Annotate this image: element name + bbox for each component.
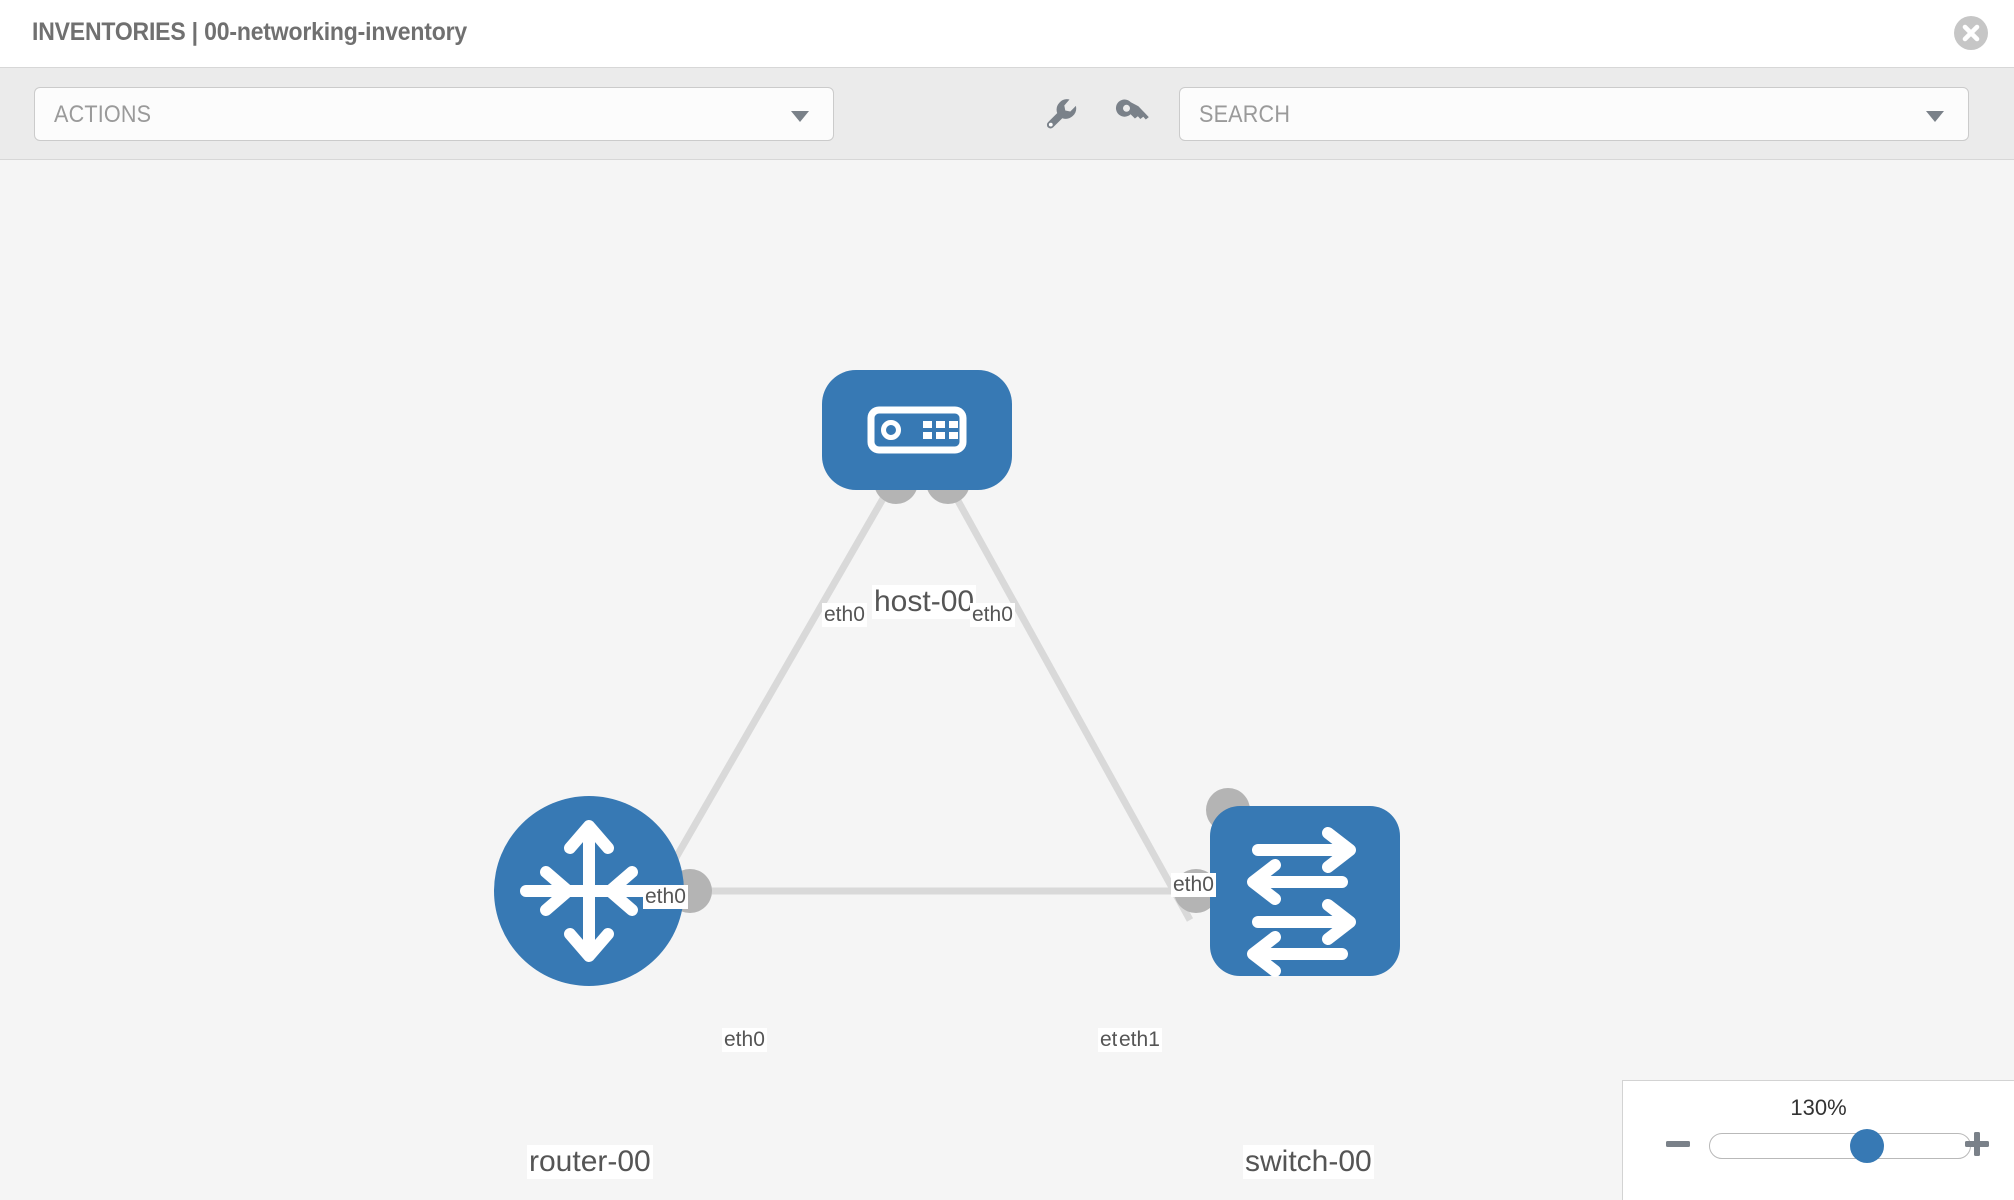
chevron-down-icon <box>1926 111 1944 122</box>
topology-graph <box>494 370 1400 986</box>
zoom-slider-thumb[interactable] <box>1850 1129 1885 1163</box>
wrench-icon[interactable] <box>1038 90 1084 136</box>
actions-dropdown-label: ACTIONS <box>54 101 152 128</box>
node-router-00[interactable] <box>494 796 684 986</box>
chevron-down-icon <box>791 111 809 122</box>
zoom-in-button[interactable] <box>1960 1127 1994 1161</box>
page-title: INVENTORIES | 00-networking-inventory <box>32 18 468 46</box>
toolbar: ACTIONS SEARCH <box>0 68 2014 160</box>
wrench-icon-glyph <box>1046 99 1077 129</box>
router-arrows-icon <box>520 820 658 962</box>
node-switch-00[interactable] <box>1210 806 1400 977</box>
node-label-host-00: host-00 <box>872 585 977 619</box>
iface-label: eth0 <box>643 885 688 910</box>
iface-label: eth0 <box>1171 873 1216 898</box>
iface-label: eth0 <box>970 603 1015 628</box>
server-icon <box>867 406 967 454</box>
edge-host-switch[interactable] <box>948 488 1194 922</box>
node-host-00[interactable] <box>822 370 1012 490</box>
key-icon-glyph <box>1115 99 1149 120</box>
topology-canvas[interactable]: eth0 host-00 eth0 eth0 eth0 eth0 eth0 et… <box>0 160 2014 1200</box>
topology-edges <box>636 488 1195 922</box>
zoom-control-panel: 130% <box>1622 1080 2014 1200</box>
topology-ports <box>668 460 1250 913</box>
zoom-slider[interactable] <box>1709 1129 1971 1163</box>
iface-label: eth0 <box>722 1028 767 1053</box>
search-input[interactable]: SEARCH <box>1179 87 1969 141</box>
zoom-level-value: 130% <box>1790 1095 1847 1120</box>
page-header: INVENTORIES | 00-networking-inventory <box>0 0 2014 68</box>
minus-icon <box>1666 1141 1690 1147</box>
close-icon-glyph <box>1962 24 1980 42</box>
actions-dropdown[interactable]: ACTIONS <box>34 87 834 141</box>
search-placeholder: SEARCH <box>1199 101 1291 128</box>
iface-label: eth1 <box>1117 1028 1162 1053</box>
key-icon[interactable] <box>1111 90 1157 136</box>
iface-label: eth0 <box>822 603 867 628</box>
edge-host-router[interactable] <box>636 488 892 922</box>
plus-icon <box>1965 1132 1989 1156</box>
switch-arrows-icon <box>1247 827 1356 977</box>
zoom-out-button[interactable] <box>1661 1127 1695 1161</box>
close-icon[interactable] <box>1954 16 1988 50</box>
node-label-switch-00: switch-00 <box>1243 1145 1374 1179</box>
node-label-router-00: router-00 <box>527 1145 653 1179</box>
